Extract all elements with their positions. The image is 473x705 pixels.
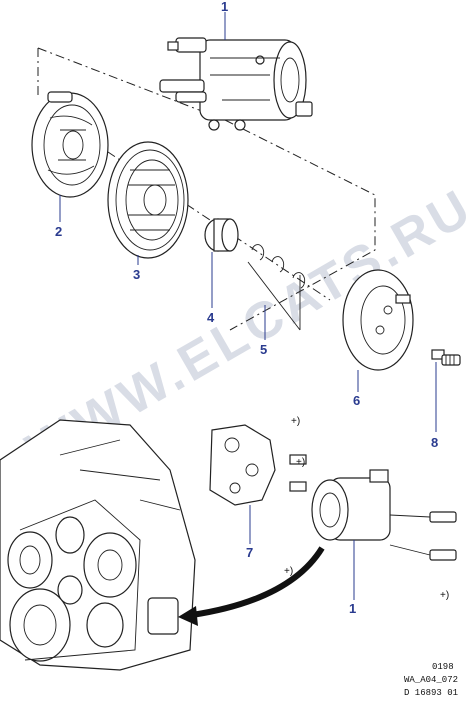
callout-3: 3: [133, 267, 140, 282]
callout-4: 4: [207, 310, 215, 325]
note-plus-3: +): [284, 566, 293, 577]
callout-8: 8: [431, 435, 438, 450]
callout-1-top: 1: [221, 0, 228, 14]
install-arrow: [178, 546, 325, 626]
footer-code-1: 0198: [432, 662, 454, 672]
engine-assembly: [0, 419, 196, 671]
note-plus-1: +): [291, 416, 300, 427]
circlips: [247, 244, 306, 331]
callout-1-bottom: 1: [349, 601, 356, 616]
footer-code-2: WA_A04_072: [404, 675, 458, 685]
field-coil-plate: [342, 269, 414, 371]
bearing: [204, 218, 239, 252]
note-plus-4: +): [440, 590, 449, 601]
note-plus-2: +): [296, 457, 305, 468]
footer-code-3: D 16893 01: [404, 688, 458, 698]
compressor-top: [159, 37, 313, 131]
compressor-bottom: [311, 469, 457, 561]
callout-6: 6: [353, 393, 360, 408]
pulley: [107, 141, 189, 259]
mounting-bracket: [209, 424, 307, 506]
bolt: [431, 349, 461, 366]
clutch-plate: [31, 91, 109, 198]
callout-2: 2: [55, 224, 62, 239]
exploded-view-guide: [37, 47, 376, 331]
callout-5: 5: [260, 342, 267, 357]
callout-7: 7: [246, 545, 253, 560]
leader-lines: [59, 12, 437, 600]
